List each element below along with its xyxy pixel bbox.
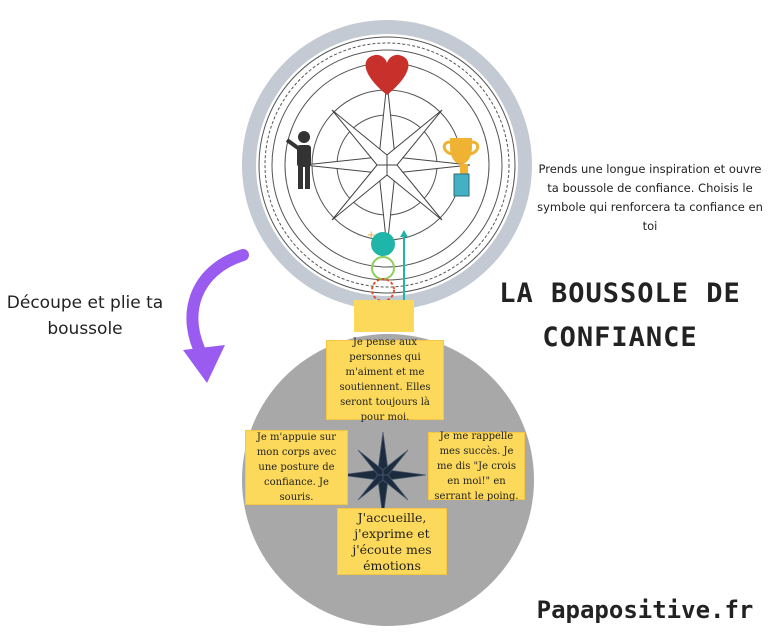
text-box-right: Je me rappelle mes succès. Je me dis "Je… [428, 431, 525, 502]
text-box-left: Je m'appuie sur mon corps avec une postu… [245, 430, 348, 505]
person-icon [285, 131, 311, 189]
website-label: Papapositive.fr [536, 596, 754, 624]
page-title: La boussole de confiance [499, 278, 741, 353]
heart-icon [365, 54, 409, 95]
curved-arrow-icon [183, 249, 249, 383]
compass-star-icon [339, 431, 427, 519]
instructions-text: Prends une longue inspiration et ouvre t… [537, 162, 763, 233]
compass-rose-drawing: + [258, 36, 516, 302]
fold-tab [354, 300, 414, 332]
cut-instruction: Découpe et plie ta boussole [6, 293, 164, 339]
text-box-bottom: J'accueille, j'exprime et j'écoute mes é… [337, 508, 447, 575]
svg-text:+: + [367, 230, 375, 241]
text-box-top: Je pense aux personnes qui m'aiment et m… [326, 337, 444, 423]
trophy-icon [442, 138, 480, 197]
